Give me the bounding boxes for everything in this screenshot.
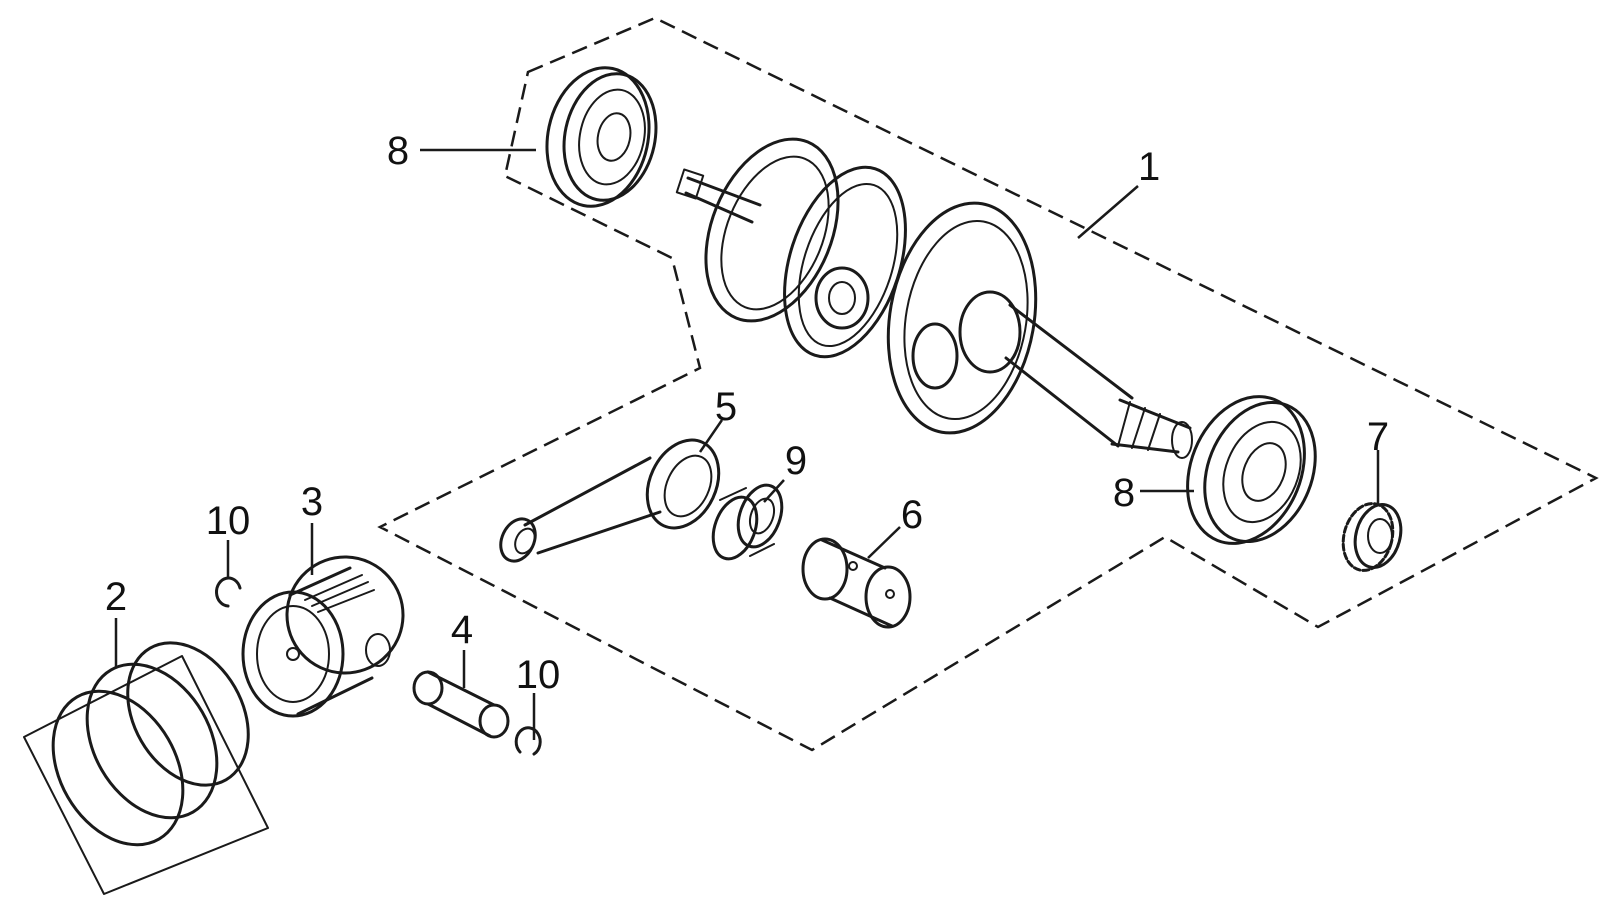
piston-ring-set — [51, 641, 250, 847]
ball-bearing-top — [545, 66, 658, 208]
callout-7: 7 — [1367, 415, 1389, 459]
callout-4: 4 — [451, 608, 473, 652]
callout-1: 1 — [1138, 145, 1160, 189]
callout-5: 5 — [715, 385, 737, 429]
callout-8-top: 8 — [387, 129, 409, 173]
callout-10-lower: 10 — [516, 653, 561, 697]
crankshaft — [675, 137, 1193, 459]
callout-6: 6 — [901, 493, 923, 537]
leader-9 — [763, 479, 785, 503]
callout-3: 3 — [301, 480, 323, 524]
piston-pin-clip-upper — [215, 576, 242, 608]
leader-1 — [1077, 185, 1139, 239]
piston — [241, 555, 405, 718]
ball-bearing-right — [1186, 395, 1317, 545]
leader-5 — [698, 419, 724, 453]
piston-pin — [412, 670, 510, 739]
assembly-boundary — [377, 16, 1599, 752]
crank-pin — [801, 537, 912, 629]
drive-sprocket — [1341, 502, 1403, 572]
leader-6 — [867, 526, 901, 559]
piston-pin-clip-lower — [514, 726, 542, 756]
needle-bearing — [711, 483, 784, 561]
callout-9: 9 — [785, 439, 807, 483]
callout-10-upper: 10 — [206, 499, 251, 543]
callout-8-right: 8 — [1113, 471, 1135, 515]
connecting-rod — [499, 438, 721, 563]
callout-2: 2 — [105, 575, 127, 619]
